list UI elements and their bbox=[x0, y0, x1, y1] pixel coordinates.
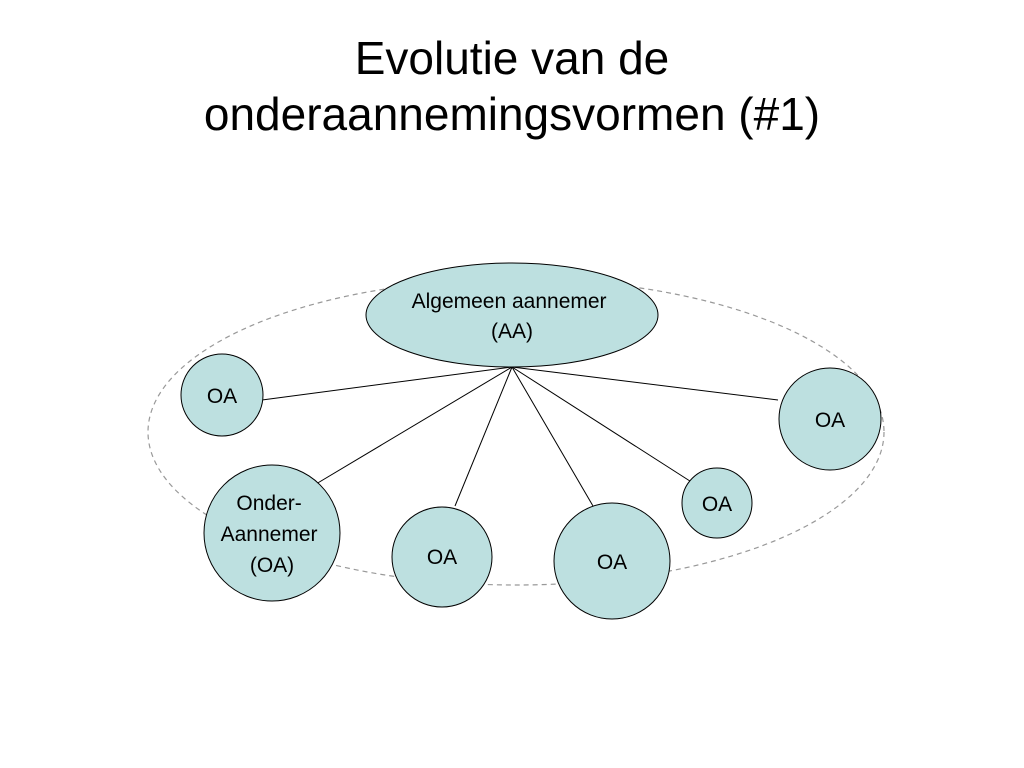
svg-text:OA: OA bbox=[702, 493, 732, 516]
connector-middle-right bbox=[511, 366, 594, 507]
title-line-1: Evolutie van de bbox=[354, 32, 670, 84]
node-shape bbox=[391, 506, 493, 608]
node-label-line: OA bbox=[207, 385, 237, 408]
connector-small-right bbox=[511, 366, 694, 484]
connector-onder-aannemer bbox=[310, 366, 513, 488]
node-label-line: (OA) bbox=[250, 554, 294, 577]
node-algemeen-aannemer: Algemeen aannemer (AA) bbox=[365, 262, 659, 368]
connector-right-top bbox=[511, 366, 779, 401]
svg-text:Algemeen aannemer (AA): Algemeen aannemer (AA) bbox=[412, 290, 613, 343]
svg-text:OA: OA bbox=[815, 409, 845, 432]
node-label-line: OA bbox=[427, 546, 457, 569]
node-oa-left-top: OA bbox=[180, 353, 264, 437]
node-label-line: Aannemer bbox=[221, 523, 318, 546]
node-shape bbox=[203, 464, 341, 602]
connector-left-top bbox=[261, 366, 513, 401]
node-label-line: OA bbox=[597, 551, 627, 574]
node-shape bbox=[180, 353, 264, 437]
node-shape bbox=[681, 467, 753, 539]
node-shape bbox=[553, 502, 671, 620]
page-title: Evolutie van de onderaannemingsvormen (#… bbox=[0, 30, 1024, 142]
node-oa-right-top: OA bbox=[778, 367, 882, 471]
node-label-line: Algemeen aannemer bbox=[412, 290, 607, 313]
node-label-line: Onder- bbox=[236, 492, 301, 515]
svg-text:OA: OA bbox=[597, 551, 627, 574]
connector-middle-left bbox=[454, 366, 513, 507]
node-label-line: OA bbox=[815, 409, 845, 432]
connector-lines bbox=[261, 366, 779, 507]
svg-text:OA: OA bbox=[207, 385, 237, 408]
node-shape bbox=[778, 367, 882, 471]
title-line-2: onderaannemingsvormen (#1) bbox=[203, 88, 821, 140]
node-label-line: OA bbox=[702, 493, 732, 516]
svg-text:Onder- Aannemer (O: Onder- Aannemer (OA) bbox=[221, 492, 324, 577]
node-oa-middle-right: OA bbox=[553, 502, 671, 620]
node-oa-small-right: OA bbox=[681, 467, 753, 539]
node-label-line: (AA) bbox=[491, 320, 533, 343]
node-onder-aannemer: Onder- Aannemer (OA) bbox=[203, 464, 341, 602]
node-oa-middle-left: OA bbox=[391, 506, 493, 608]
node-shape bbox=[365, 262, 659, 368]
svg-text:OA: OA bbox=[427, 546, 457, 569]
